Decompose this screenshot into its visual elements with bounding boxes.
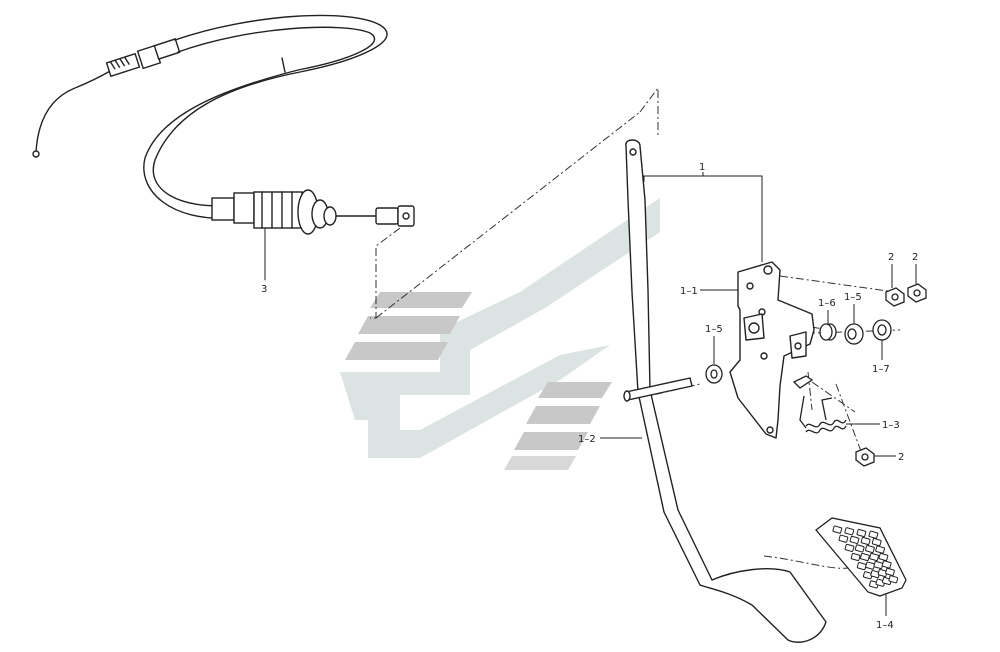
tread-block	[850, 552, 861, 562]
callout-2-top-left: 2	[888, 252, 894, 263]
hardware-parts	[705, 283, 927, 467]
watermark-stripe	[526, 406, 600, 424]
bracket-part-1-1	[729, 261, 815, 439]
tread-block	[856, 528, 867, 538]
callout-1: 1	[699, 162, 705, 173]
watermark-stripe	[504, 456, 576, 470]
tread-block	[860, 552, 870, 562]
tread-block	[885, 567, 895, 576]
pedal-pad-part-1-4	[815, 517, 907, 597]
throttle-cable-part-3	[32, 14, 415, 281]
callout-3: 3	[261, 284, 267, 295]
leader-lines	[600, 172, 917, 616]
cable-sheath-inner	[143, 26, 376, 219]
nut-2a	[885, 287, 905, 307]
logo-watermark	[340, 198, 660, 470]
tread-block	[888, 575, 899, 584]
tread-block	[878, 552, 889, 562]
callout-1-1: 1–1	[680, 286, 698, 297]
callout-1-7: 1–7	[872, 364, 890, 375]
washer-1-5-left	[705, 364, 723, 384]
tread-block	[869, 552, 879, 562]
watermark-stripe	[538, 382, 612, 398]
tread-block	[871, 538, 882, 547]
tread-block	[860, 536, 871, 546]
nut-2b	[907, 283, 927, 303]
watermark-stripe	[370, 292, 472, 308]
callout-1-2: 1–2	[578, 434, 596, 445]
pedal-pad-tread	[832, 525, 899, 589]
callout-1-3: 1–3	[882, 420, 900, 431]
washer-1-7	[872, 319, 892, 341]
tread-block	[854, 544, 865, 553]
tread-block	[865, 544, 875, 554]
watermark-stripe	[358, 316, 460, 334]
callout-2-bottom: 2	[898, 452, 904, 463]
spring-1-3	[799, 395, 847, 434]
tread-block	[844, 527, 855, 536]
watermark-stripe	[514, 432, 588, 450]
pin	[792, 375, 814, 389]
tread-block	[875, 545, 885, 554]
tread-block	[868, 530, 879, 539]
tread-block	[838, 534, 849, 543]
callout-1-4: 1–4	[876, 620, 894, 631]
callout-2-top-right: 2	[912, 252, 918, 263]
cable-wire-end	[35, 69, 113, 153]
callout-labels: 1 1–1 1–2 1–3 1–4 1–5 1–6 1–5 1–7 2 2 2	[578, 162, 918, 631]
cable-end-fitting	[211, 189, 415, 235]
cable-adjuster	[105, 38, 181, 78]
tread-block	[832, 525, 843, 534]
cable-sheath-outer	[152, 14, 388, 207]
bushing-1-6	[819, 323, 837, 341]
pedal-arm-part-1-2	[623, 139, 827, 643]
tread-block	[881, 560, 892, 569]
nut-2c	[855, 447, 875, 467]
watermark-chevron	[340, 198, 660, 458]
watermark-stripe	[345, 342, 448, 360]
tread-block	[844, 543, 855, 552]
washer-1-5-right	[844, 323, 864, 345]
callout-1-6: 1–6	[818, 298, 836, 309]
callout-1-5-left: 1–5	[705, 324, 723, 335]
tread-block	[849, 535, 860, 544]
callout-1-5-right: 1–5	[844, 292, 862, 303]
